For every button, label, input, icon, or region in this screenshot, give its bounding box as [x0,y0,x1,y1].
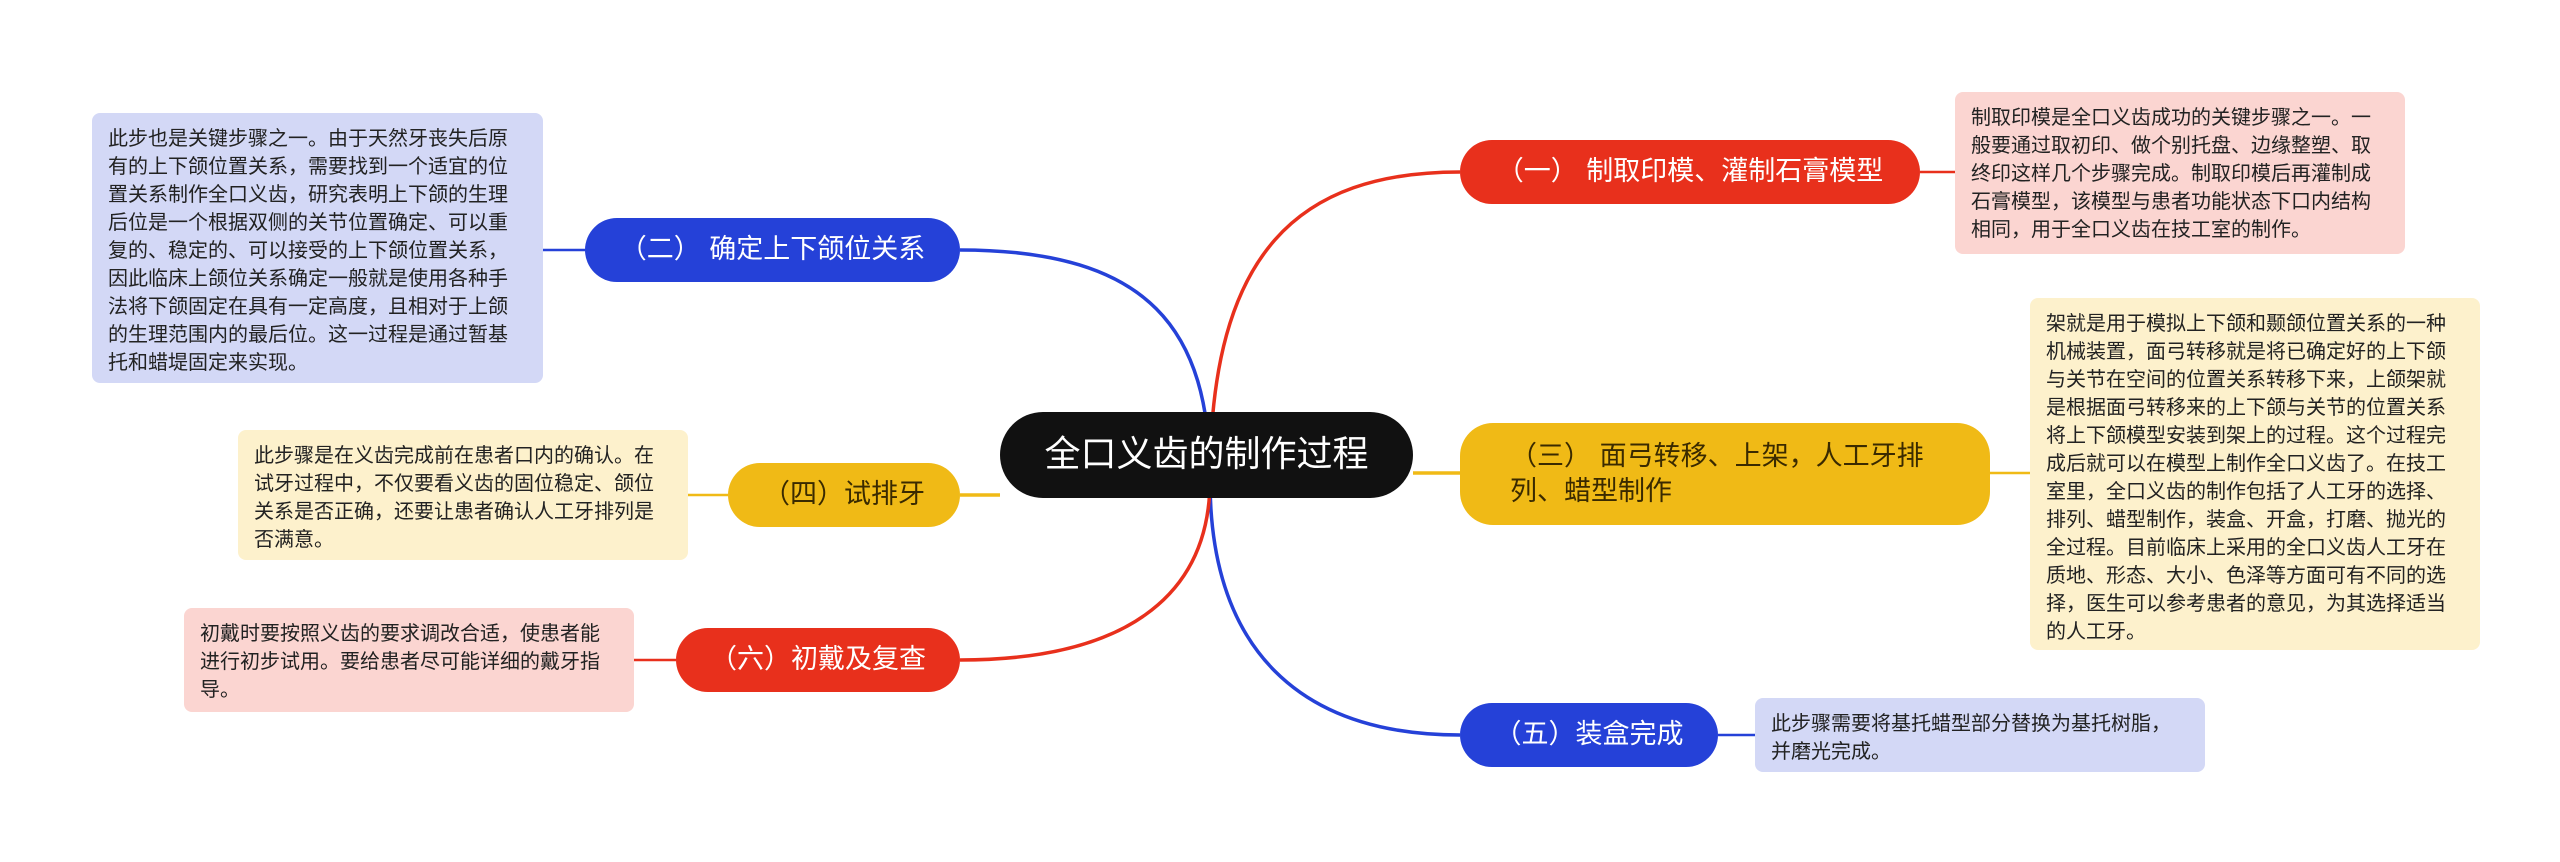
branch-1-note: 制取印模是全口义齿成功的关键步骤之一。一般要通过取初印、做个别托盘、边缘整塑、取… [1955,92,2405,254]
branch-1[interactable]: （一） 制取印模、灌制石膏模型 [1460,140,1920,204]
branch-4-label: （四）试排牙 [763,479,925,511]
connector-root-b1 [1208,170,1461,481]
branch-5[interactable]: （五）装盒完成 [1460,703,1718,767]
branch-4[interactable]: （四）试排牙 [728,463,960,527]
branch-6-label: （六）初戴及复查 [710,644,926,676]
root-topic[interactable]: 全口义齿的制作过程 [1000,412,1413,498]
branch-4-note: 此步骤是在义齿完成前在患者口内的确认。在试牙过程中，不仅要看义齿的固位稳定、颌位… [238,430,688,560]
branch-5-note-text: 此步骤需要将基托蜡型部分替换为基托树脂，并磨光完成。 [1771,711,2171,763]
branch-2-label: （二） 确定上下颌位关系 [619,234,926,266]
branch-4-note-text: 此步骤是在义齿完成前在患者口内的确认。在试牙过程中，不仅要看义齿的固位稳定、颌位… [254,443,654,551]
branch-6-note: 初戴时要按照义齿的要求调改合适，使患者能进行初步试用。要给患者尽可能详细的戴牙指… [184,608,634,712]
connector-root-b5 [1208,479,1461,737]
branch-2-note-text: 此步也是关键步骤之一。由于天然牙丧失后原有的上下颌位置关系，需要找到一个适宜的位… [108,126,508,374]
branch-2-note: 此步也是关键步骤之一。由于天然牙丧失后原有的上下颌位置关系，需要找到一个适宜的位… [92,113,543,383]
branch-3-label: （三） 面弓转移、上架，人工牙排列、蜡型制作 [1510,440,1924,507]
connector-root-b6 [959,479,1212,662]
branch-5-label: （五）装盒完成 [1494,719,1684,751]
branch-3-note: 架就是用于模拟上下颌和颞颌位置关系的一种机械装置，面弓转移就是将已确定好的上下颌… [2030,298,2480,650]
root-title: 全口义齿的制作过程 [1044,433,1369,475]
branch-5-note: 此步骤需要将基托蜡型部分替换为基托树脂，并磨光完成。 [1755,698,2205,772]
branch-2[interactable]: （二） 确定上下颌位关系 [585,218,960,282]
branch-3[interactable]: （三） 面弓转移、上架，人工牙排列、蜡型制作 [1460,423,1990,525]
branch-1-note-text: 制取印模是全口义齿成功的关键步骤之一。一般要通过取初印、做个别托盘、边缘整塑、取… [1971,105,2371,241]
branch-6[interactable]: （六）初戴及复查 [676,628,960,692]
branch-6-note-text: 初戴时要按照义齿的要求调改合适，使患者能进行初步试用。要给患者尽可能详细的戴牙指… [200,621,600,701]
branch-3-note-text: 架就是用于模拟上下颌和颞颌位置关系的一种机械装置，面弓转移就是将已确定好的上下颌… [2046,311,2446,643]
branch-1-label: （一） 制取印模、灌制石膏模型 [1496,156,1884,188]
